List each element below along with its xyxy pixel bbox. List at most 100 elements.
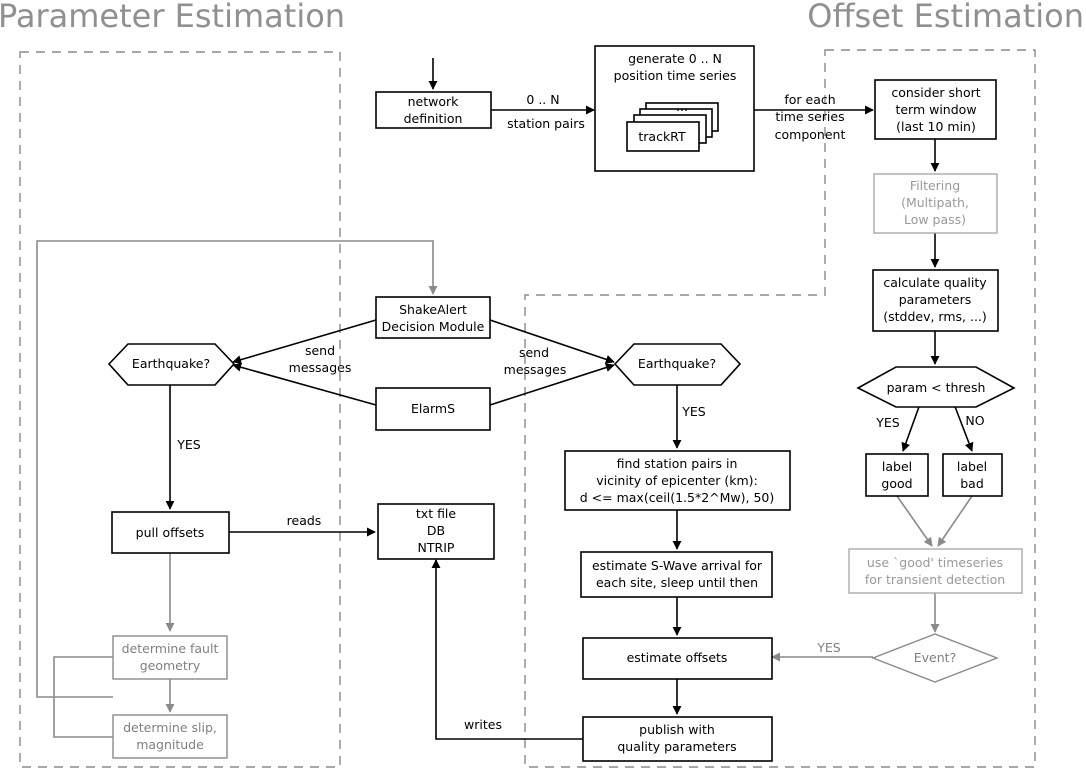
network-definition-line-2: definition bbox=[404, 111, 463, 126]
stack-top-label: ... bbox=[676, 99, 688, 114]
label-good-line-1: label bbox=[882, 459, 912, 474]
publish-line-1: publish with bbox=[639, 722, 715, 737]
label-station-pairs-1: 0 .. N bbox=[526, 92, 559, 107]
filtering-line-1: Filtering bbox=[910, 178, 960, 193]
heading-offset-estimation: Offset Estimation bbox=[807, 0, 1084, 35]
calc-quality-line-3: (stddev, rms, ...) bbox=[883, 309, 987, 324]
edge-param-good bbox=[901, 403, 921, 452]
edge-bad-use bbox=[937, 495, 973, 547]
edge-good-use bbox=[896, 495, 933, 547]
label-station-pairs-2: station pairs bbox=[507, 116, 585, 131]
fault-geometry-line-1: determine fault bbox=[122, 641, 219, 656]
offset-estimation-region bbox=[524, 49, 1036, 768]
parameter-estimation-region bbox=[19, 51, 341, 768]
network-definition-line-1: network bbox=[408, 94, 460, 109]
label-good-line-2: good bbox=[881, 476, 912, 491]
node-slip-magnitude: determine slip, magnitude bbox=[112, 714, 228, 759]
data-store-line-3: NTRIP bbox=[418, 540, 455, 555]
use-good-line-2: for transient detection bbox=[865, 572, 1005, 587]
consider-window-line-3: (last 10 min) bbox=[896, 119, 976, 134]
label-yes-right: YES bbox=[681, 404, 706, 419]
label-reads: reads bbox=[287, 513, 322, 528]
node-param-thresh: param < thresh bbox=[856, 366, 1016, 408]
data-store-line-1: txt file bbox=[416, 506, 457, 521]
node-publish: publish with quality parameters bbox=[582, 716, 773, 762]
node-data-store: txt file DB NTRIP bbox=[377, 503, 495, 560]
node-earthquake-left: Earthquake? bbox=[107, 343, 236, 386]
edge-elarms-eq-right bbox=[489, 363, 615, 406]
node-pull-offsets: pull offsets bbox=[111, 511, 230, 554]
elarms-label: ElarmS bbox=[411, 401, 455, 416]
node-label-bad: label bad bbox=[942, 453, 1003, 497]
data-store-line-2: DB bbox=[427, 523, 445, 538]
generate-series-line-1: generate 0 .. N bbox=[628, 51, 722, 66]
earthquake-right-label: Earthquake? bbox=[638, 356, 716, 371]
consider-window-line-2: term window bbox=[895, 102, 976, 117]
slip-magnitude-line-1: determine slip, bbox=[123, 720, 217, 735]
param-thresh-label: param < thresh bbox=[887, 380, 986, 395]
edge-param-bad bbox=[953, 403, 974, 452]
edge-publish-store bbox=[431, 559, 583, 740]
node-consider-window: consider short term window (last 10 min) bbox=[874, 79, 997, 140]
node-shakealert: ShakeAlert Decision Module bbox=[375, 296, 491, 339]
filtering-line-2: (Multipath, bbox=[901, 195, 969, 210]
node-elarms: ElarmS bbox=[375, 387, 491, 431]
edge-shakealert-eq-right bbox=[489, 319, 615, 364]
node-generate-series: generate 0 .. N position time series ...… bbox=[594, 45, 755, 172]
estimate-offsets-label: estimate offsets bbox=[627, 650, 728, 665]
edges bbox=[36, 58, 974, 740]
label-yes-left: YES bbox=[176, 437, 201, 452]
shakealert-line-2: Decision Module bbox=[382, 319, 485, 334]
label-yes-event: YES bbox=[816, 640, 841, 655]
label-send-left-2: messages bbox=[289, 360, 352, 375]
edge-shakealert-eq-left bbox=[232, 319, 377, 365]
node-earthquake-right: Earthquake? bbox=[613, 343, 742, 386]
node-filtering: Filtering (Multipath, Low pass) bbox=[873, 173, 998, 234]
node-find-pairs: find station pairs in vicinity of epicen… bbox=[564, 450, 791, 511]
edge-elarms-eq-left bbox=[232, 362, 377, 406]
node-event: Event? bbox=[871, 633, 999, 683]
node-estimate-swave: estimate S-Wave arrival for each site, s… bbox=[580, 551, 773, 598]
node-fault-geometry: determine fault geometry bbox=[112, 635, 228, 680]
trackrt-stack-icon bbox=[626, 102, 719, 152]
label-no-thresh: NO bbox=[965, 413, 984, 428]
edge-labels: 0 .. N station pairs for each time serie… bbox=[176, 92, 984, 732]
earthquake-left-label: Earthquake? bbox=[132, 356, 210, 371]
slip-magnitude-line-2: magnitude bbox=[136, 737, 204, 752]
label-bad-line-2: bad bbox=[960, 476, 984, 491]
label-for-each-3: component bbox=[775, 127, 846, 142]
label-send-right-1: send bbox=[519, 345, 549, 360]
node-use-good: use `good' timeseries for transient dete… bbox=[848, 548, 1023, 594]
use-good-line-1: use `good' timeseries bbox=[867, 555, 1003, 570]
calc-quality-line-1: calculate quality bbox=[883, 275, 987, 290]
node-label-good: label good bbox=[865, 453, 929, 497]
label-writes: writes bbox=[464, 717, 502, 732]
calc-quality-line-2: parameters bbox=[899, 292, 972, 307]
stack-bottom-label: trackRT bbox=[638, 129, 686, 144]
label-for-each-2: time series bbox=[775, 109, 844, 124]
find-pairs-line-2: vicinity of epicenter (km): bbox=[596, 473, 758, 488]
label-send-left-1: send bbox=[305, 343, 335, 358]
edge-feedback-shakealert bbox=[36, 240, 438, 698]
consider-window-line-1: consider short bbox=[891, 85, 980, 100]
shakealert-line-1: ShakeAlert bbox=[399, 302, 467, 317]
label-bad-line-1: label bbox=[957, 459, 987, 474]
swave-line-2: each site, sleep until then bbox=[596, 575, 758, 590]
heading-parameter-estimation: Parameter Estimation bbox=[0, 0, 345, 35]
find-pairs-line-3: d <= max(ceil(1.5*2^Mw), 50) bbox=[580, 490, 775, 505]
find-pairs-line-1: find station pairs in bbox=[617, 456, 738, 471]
node-network-definition: network definition bbox=[375, 91, 492, 129]
pull-offsets-label: pull offsets bbox=[136, 525, 205, 540]
event-label: Event? bbox=[914, 650, 956, 665]
node-estimate-offsets: estimate offsets bbox=[582, 637, 773, 680]
label-for-each-1: for each bbox=[784, 92, 835, 107]
generate-series-line-2: position time series bbox=[614, 68, 737, 83]
swave-line-1: estimate S-Wave arrival for bbox=[592, 558, 763, 573]
publish-line-2: quality parameters bbox=[617, 739, 736, 754]
node-calculate-quality: calculate quality parameters (stddev, rm… bbox=[872, 269, 999, 332]
label-send-right-2: messages bbox=[504, 362, 567, 377]
filtering-line-3: Low pass) bbox=[904, 212, 966, 227]
label-yes-thresh: YES bbox=[875, 415, 900, 430]
